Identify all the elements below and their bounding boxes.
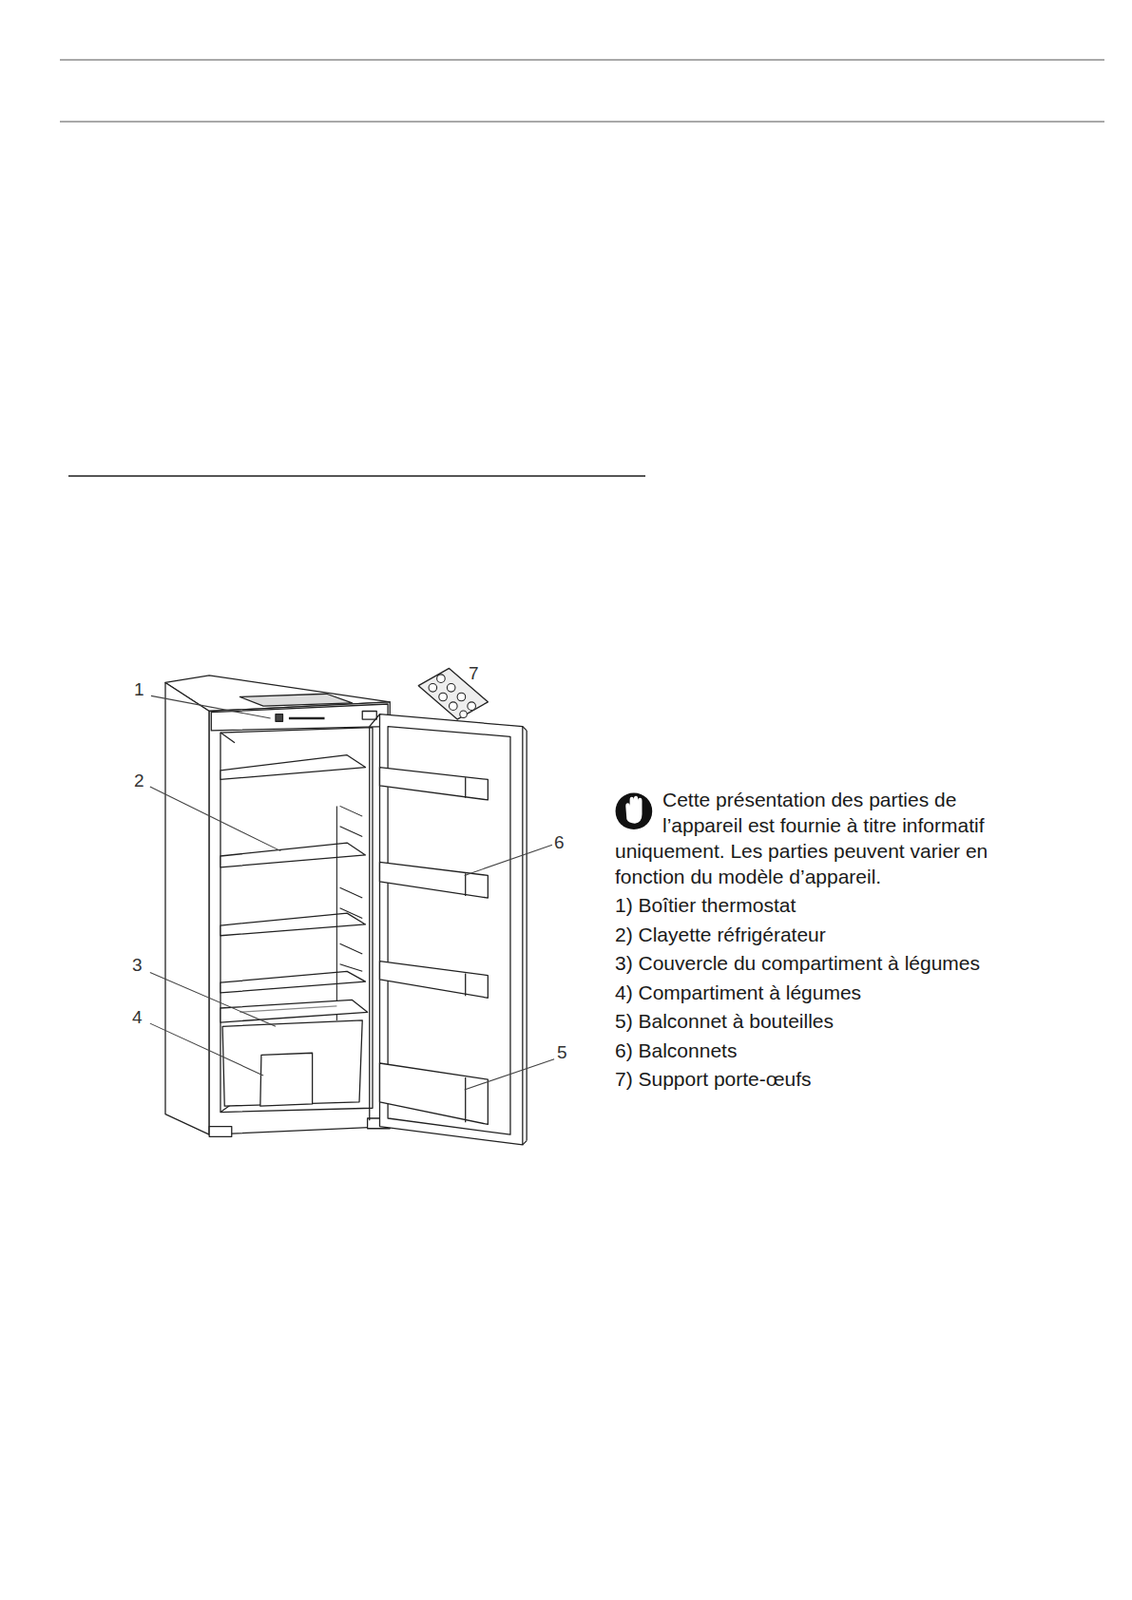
part-name-box: 4) Compartiment à légumes <box>614 979 862 1006</box>
callout-number-box: 7 <box>468 664 480 684</box>
rule-lines <box>59 59 1105 477</box>
fridge-drawing <box>150 668 653 1146</box>
part-name: 5) Balconnet à bouteilles <box>614 1010 834 1033</box>
callout-number-box: 6 <box>554 833 565 853</box>
part-name: 3) Couvercle du compartiment à légumes <box>614 952 980 975</box>
icon-gap <box>614 786 663 835</box>
part-name-box: 6) Balconnets <box>614 1037 737 1064</box>
callout-number: 3 <box>132 955 143 976</box>
callout-number-box: 4 <box>132 1008 143 1028</box>
callout-number-box: 3 <box>132 956 143 976</box>
part-name: 4) Compartiment à légumes <box>614 981 862 1004</box>
callout-number: 2 <box>134 770 145 791</box>
note-text-box: Cette présentation des parties de l’appa… <box>614 786 1026 890</box>
part-name: 6) Balconnets <box>614 1039 737 1062</box>
callout-number-box: 1 <box>134 680 145 700</box>
warning-hand-icon <box>615 792 653 830</box>
callout-number: 6 <box>554 832 565 853</box>
callout-number: 1 <box>134 679 145 700</box>
leader-lines <box>150 695 555 1091</box>
part-name: 1) Boîtier thermostat <box>614 894 796 917</box>
callout-number: 5 <box>556 1042 568 1063</box>
part-name-box: 1) Boîtier thermostat <box>614 892 796 919</box>
part-name-box: 2) Clayette réfrigérateur <box>614 921 826 948</box>
callout-number-box: 2 <box>134 771 145 791</box>
part-name-box: 5) Balconnet à bouteilles <box>614 1008 834 1035</box>
callout-number: 7 <box>468 663 480 684</box>
callout-number-box: 5 <box>556 1043 568 1063</box>
part-name-box: 7) Support porte-œufs <box>614 1066 812 1093</box>
note-text: Cette présentation des parties de l’appa… <box>614 788 988 888</box>
callout-number: 4 <box>132 1007 143 1028</box>
part-name: 2) Clayette réfrigérateur <box>614 923 826 946</box>
part-name: 7) Support porte-œufs <box>614 1068 812 1091</box>
part-name-box: 3) Couvercle du compartiment à légumes <box>614 950 980 977</box>
